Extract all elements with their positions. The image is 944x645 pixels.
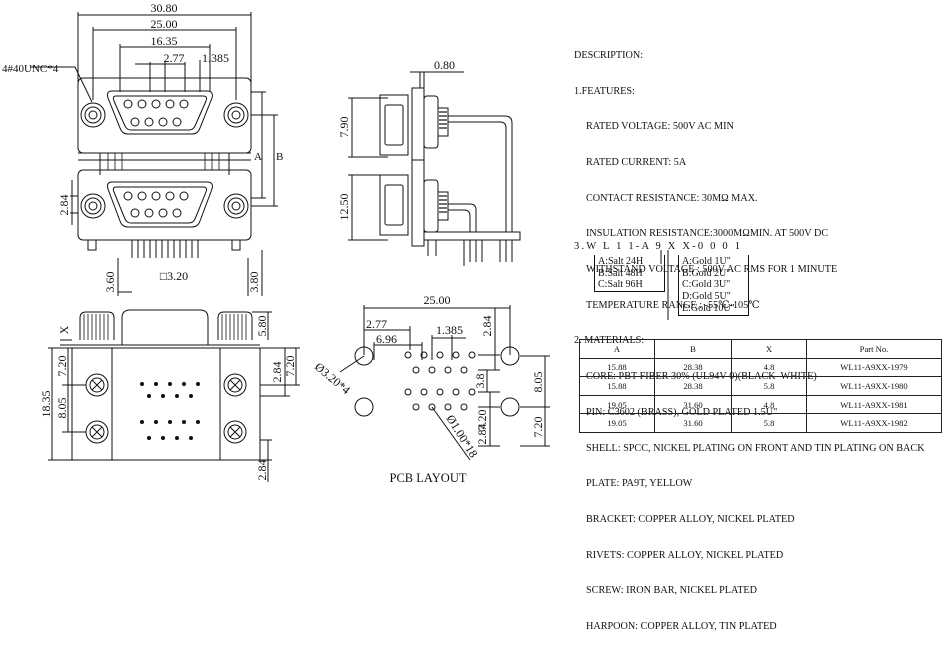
table-row: 19.05 31.60 4.8 WL11-A9XX-1981	[579, 394, 942, 415]
salt-option: A:Salt 24H	[598, 256, 644, 267]
table-header: Part No.	[806, 339, 942, 359]
table-header-row: A B X Part No.	[579, 339, 942, 359]
salt-option: C:Salt 96H	[598, 279, 643, 291]
dim-pin-pitch: 2.77	[164, 51, 185, 65]
dim-side-upper: 7.90	[337, 117, 351, 138]
table-cell: 15.88	[579, 376, 655, 396]
table-row: 15.88 28.38 4.8 WL11-A9XX-1979	[579, 357, 942, 378]
gold-options-box: A:Gold 1U" B:Gold 2U" C:Gold 3U" D:Gold …	[678, 255, 749, 316]
dim-bottom-284-low: 2.84	[255, 460, 269, 481]
dim-bottom-805: 8.05	[55, 398, 69, 419]
table-cell: 19.05	[579, 394, 655, 415]
gold-option: C:Gold 3U"	[682, 279, 731, 291]
dim-bottom-right: 3.80	[247, 272, 261, 293]
dim-pcb-277: 2.77	[366, 317, 387, 331]
dim-pcb-overall: 25.00	[424, 293, 451, 307]
dim-bottom-1835: 18.35	[39, 391, 53, 418]
gold-option: E:Gold 10U"	[682, 302, 735, 314]
dim-pcb-696: 6.96	[376, 332, 397, 346]
table-cell: 5.8	[731, 376, 807, 396]
material-line: RIVETS: COPPER ALLOY, NICKEL PLATED	[586, 549, 784, 561]
material-line: HARPOON: COPPER ALLOY, TIN PLATED	[586, 621, 777, 633]
part-number-table: A B X Part No. 15.88 28.38 4.8 WL11-A9XX…	[579, 339, 942, 433]
part-code: 3.W L 1 1-A 9 X X-0 0 0 1	[574, 241, 743, 252]
dim-overall-width: 30.80	[151, 1, 178, 15]
table-cell: WL11-A9XX-1980	[806, 376, 942, 396]
dim-mount-width: 25.00	[151, 17, 178, 31]
table-cell: 19.05	[579, 413, 655, 433]
dim-a-label: A	[254, 151, 262, 163]
side-view	[348, 71, 521, 266]
dim-bottom-720-right: 7.20	[283, 356, 297, 377]
feature-line: INSULATION RESISTANCE:3000MΩMIN. AT 500V…	[586, 228, 829, 240]
feature-line: RATED VOLTAGE: 500V AC MIN	[586, 121, 734, 133]
dim-bottom-720-left: 7.20	[55, 356, 69, 377]
feature-line: CONTACT RESISTANCE: 30MΩ MAX.	[586, 192, 758, 204]
feature-line: TEMPERATURE RANGE : -55℃-105℃	[586, 299, 760, 311]
description-title: DESCRIPTION:	[574, 49, 644, 61]
dim-left-pitch: 2.84	[57, 195, 71, 216]
feature-line: RATED CURRENT: 5A	[586, 156, 687, 168]
table-header: A	[579, 339, 655, 359]
dim-pcb-mount-hole: Ø3.20*4	[312, 360, 353, 398]
dim-pcb-1385: 1.385	[436, 323, 463, 337]
table-cell: 15.88	[579, 357, 655, 378]
screw-spec-label: 4#40UNC*4	[2, 63, 59, 75]
dim-pcb-720-right: 7.20	[531, 417, 545, 438]
part-code-brackets	[660, 250, 669, 320]
table-cell: WL11-A9XX-1982	[806, 413, 942, 433]
dim-pin-span: 16.35	[151, 34, 178, 48]
material-line: BRACKET: COPPER ALLOY, NICKEL PLATED	[586, 513, 795, 525]
material-line: PLATE: PA9T, YELLOW	[586, 478, 693, 490]
technical-drawing: 30.80 25.00 16.35 2.77 1.385 4#40UNC*4 A…	[2, 1, 550, 485]
description-block: DESCRIPTION: 1.FEATURES: RATED VOLTAGE: …	[574, 26, 944, 645]
table-cell: 28.38	[654, 376, 732, 396]
pcb-layout-view	[339, 305, 550, 461]
table-cell: 4.8	[731, 357, 807, 378]
table-cell: WL11-A9XX-1979	[806, 357, 942, 378]
dim-b-label: B	[276, 151, 283, 163]
dim-side-lower: 12.50	[337, 194, 351, 221]
table-cell: 4.8	[731, 394, 807, 415]
dim-pcb-284-low: 2.84	[475, 424, 489, 445]
table-cell: WL11-A9XX-1981	[806, 394, 942, 415]
feature-line: WITHSTAND VOLTAGE : 500V AC RMS FOR 1 MI…	[586, 264, 838, 276]
salt-options-box: A:Salt 24H B:Salt 48H C:Salt 96H	[594, 255, 665, 293]
material-line: SHELL: SPCC, NICKEL PLATING ON FRONT AND…	[586, 442, 925, 454]
table-cell: 5.8	[731, 413, 807, 433]
table-row: 15.88 28.38 5.8 WL11-A9XX-1980	[579, 376, 942, 396]
dim-pcb-38: 3.8	[473, 374, 487, 389]
dim-x-label: X	[57, 325, 71, 334]
features-heading: 1.FEATURES:	[574, 85, 635, 97]
dim-square-pin: □3.20	[160, 269, 188, 283]
dim-pcb-720-mid: 7.20	[475, 410, 489, 431]
dim-pcb-284-top: 2.84	[480, 316, 494, 337]
gold-option: D:Gold 5U"	[682, 291, 731, 303]
table-cell: 31.60	[654, 394, 732, 415]
table-cell: 28.38	[654, 357, 732, 378]
dim-half-pitch: 1.385	[202, 51, 229, 65]
dim-bottom-284-right: 2.84	[270, 362, 284, 383]
table-header: B	[654, 339, 732, 359]
gold-option: A:Gold 1U"	[682, 256, 731, 267]
table-cell: 31.60	[654, 413, 732, 433]
table-header: X	[731, 339, 807, 359]
pcb-layout-caption: PCB LAYOUT	[390, 471, 467, 485]
front-view	[30, 12, 278, 296]
dim-side-top: 0.80	[434, 58, 455, 72]
dim-bottom-left: 3.60	[103, 272, 117, 293]
bottom-view	[48, 309, 300, 482]
dim-bottom-580: 5.80	[255, 316, 269, 337]
table-row: 19.05 31.60 5.8 WL11-A9XX-1982	[579, 413, 942, 433]
dim-pcb-805: 8.05	[531, 372, 545, 393]
material-line: SCREW: IRON BAR, NICKEL PLATED	[586, 585, 758, 597]
gold-option: B:Gold 2U"	[682, 267, 731, 279]
salt-option: B:Salt 48H	[598, 267, 643, 279]
